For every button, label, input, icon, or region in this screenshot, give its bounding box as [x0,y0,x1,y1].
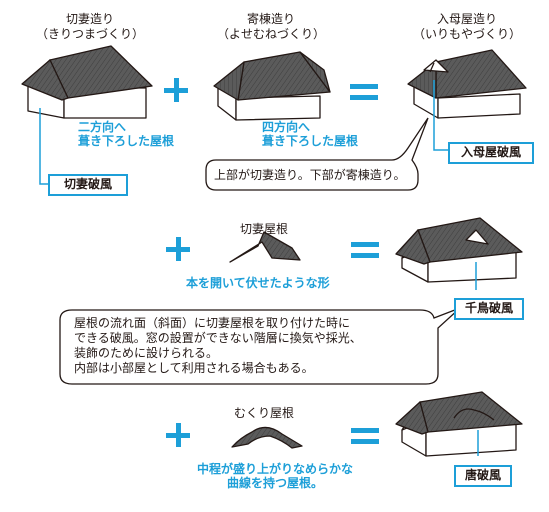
plus-icon [166,237,190,261]
kirizuma-yane-title: 切妻屋根 [239,222,288,236]
mukuri-roof-illustration [231,426,303,449]
irimoya-hafu-label: 入母屋破風 [448,142,534,164]
chidori-hafu-label: 千鳥破風 [454,298,524,320]
top-bubble-shape [205,117,429,191]
kara-house-illustration [395,391,523,457]
top-bubble-text: 上部が切妻造り。下部が寄棟造り。 [214,168,406,182]
yosemune-house-illustration [213,51,331,121]
plus-icon [166,423,190,447]
mukuri-text: 中程が盛り上がりなめらかな [196,462,353,476]
yosemune-title: 寄棟造り [246,12,295,26]
mukuri-yane-title: むくり屋根 [233,406,294,420]
equals-icon [351,242,379,258]
kirizuma-title: 切妻造り [65,12,114,26]
book-shape-text: 本を開いて伏せたような形 [186,276,330,290]
irimoya-kana: （いりもやづくり） [412,27,521,41]
equals-icon [350,84,378,100]
mukuri-text-2: 曲線を持つ屋根。 [226,476,323,490]
mid-bubble-shape [59,307,461,385]
four-direction-text-2: 葺き下ろした屋根 [262,134,359,148]
two-direction-text: 二方向へ [78,120,127,134]
chidori-house-illustration [395,217,523,283]
two-direction-text-2: 葺き下ろした屋根 [78,134,175,148]
kara-hafu-label: 唐破風 [454,465,512,487]
kirizuma-house-illustration [21,45,153,119]
yosemune-kana: （よせむねづくり） [216,27,325,41]
equals-icon [351,428,379,444]
irimoya-title: 入母屋造り [436,12,497,26]
mid-bubble-line-3: 装飾のために設けられる。 [74,346,219,360]
four-direction-text: 四方向へ [262,120,311,134]
kirizuma-hafu-label: 切妻破風 [48,174,128,196]
mid-bubble-line-1: 屋根の流れ面（斜面）に切妻屋根を取り付けた時に [74,316,351,330]
mid-bubble-line-4: 内部は小部屋として利用される場合もある。 [74,361,314,375]
mid-bubble-line-2: できる破風。窓の設置ができない階層に換気や採光、 [74,331,362,345]
kirizuma-roof-illustration [229,231,301,263]
plus-icon [164,78,188,102]
connector-lines [39,80,479,456]
irimoya-house-illustration [407,49,527,119]
kirizuma-kana: （きりつまづくり） [35,27,145,41]
